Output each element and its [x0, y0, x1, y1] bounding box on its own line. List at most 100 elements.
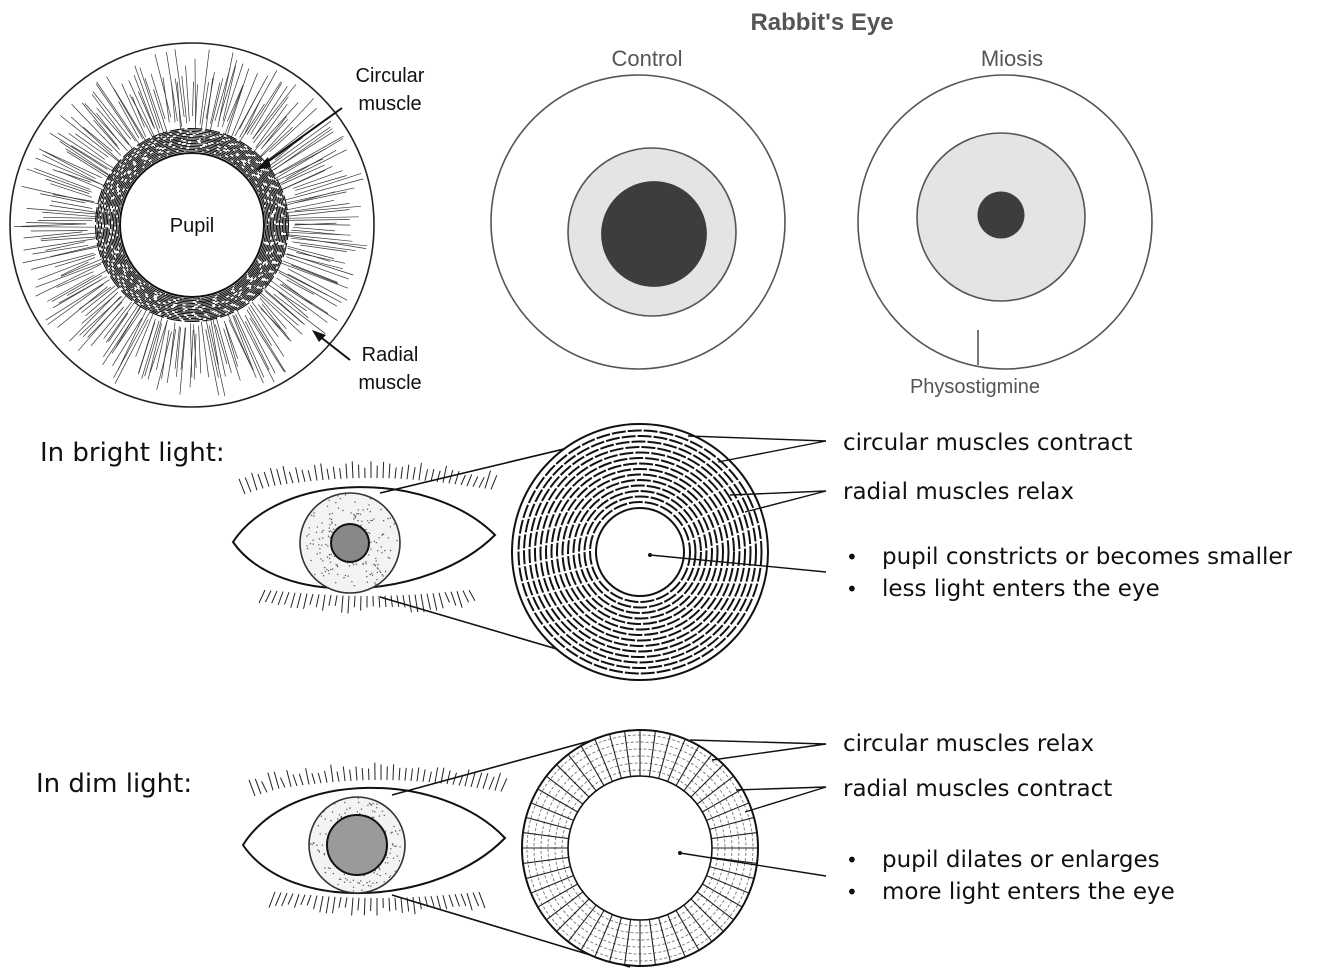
stipple-dot [367, 520, 368, 521]
eyelash [280, 778, 285, 788]
eyelash [501, 778, 507, 791]
stipple-dot [350, 882, 351, 883]
eyelash [417, 767, 419, 781]
dim-bullet-text-2: more light enters the eye [882, 879, 1175, 905]
eyelash [333, 467, 335, 479]
stipple-dot [353, 887, 354, 888]
stipple-dot [325, 571, 326, 572]
eyelash [315, 465, 318, 481]
stipple-dot [366, 882, 367, 883]
stipple-dot [354, 515, 355, 516]
eyelash [455, 471, 459, 484]
stipple-dot [325, 818, 326, 819]
stipple-dot [327, 506, 328, 507]
stipple-dot [384, 550, 385, 551]
stipple-dot [369, 881, 370, 882]
eyelash [364, 898, 365, 915]
stipple-dot [353, 518, 354, 519]
eyelash [265, 591, 271, 603]
eyelash [479, 477, 484, 487]
eyelash [269, 892, 275, 908]
stipple-dot [310, 543, 311, 544]
stipple-dot [373, 518, 374, 519]
stipple-dot [330, 569, 331, 570]
stipple-dot [380, 509, 381, 510]
stipple-dot [358, 798, 359, 799]
stipple-dot [376, 560, 377, 561]
stipple-dot [389, 853, 390, 854]
eyelash [435, 767, 438, 782]
stipple-dot [366, 571, 367, 572]
eyelash [407, 465, 409, 480]
eyelash [249, 780, 255, 796]
stipple-dot [388, 537, 389, 538]
stipple-dot [345, 494, 346, 495]
eyelash [463, 591, 469, 603]
stipple-dot [399, 830, 400, 831]
stipple-dot [360, 525, 361, 526]
stipple-dot [376, 803, 377, 804]
dim-light-heading: In dim light: [36, 769, 192, 799]
eyelash [477, 773, 482, 788]
eyelash [270, 468, 275, 486]
stipple-dot [380, 875, 381, 876]
stipple-dot [327, 545, 328, 546]
stipple-dot [397, 855, 398, 856]
eyelash [252, 473, 257, 490]
stipple-dot [348, 575, 349, 576]
radial-fiber [21, 227, 95, 228]
eyelash [287, 770, 291, 787]
stipple-dot [372, 520, 373, 521]
stipple-dot [354, 502, 355, 503]
dim-eye-drawing [243, 763, 507, 916]
stipple-dot [320, 558, 321, 559]
circular-muscle-label-line2: muscle [358, 93, 421, 115]
eyelash [479, 892, 485, 908]
eyelash [389, 464, 390, 479]
eyelash [275, 893, 281, 906]
stipple-dot [323, 575, 324, 576]
stipple-dot [333, 873, 334, 874]
stipple-dot [329, 554, 330, 555]
radial-fiber [31, 231, 88, 232]
stipple-dot [377, 564, 378, 565]
stipple-dot [365, 561, 366, 562]
bright-light-row: In bright light: circular muscles contra… [40, 424, 1293, 680]
eyelash [294, 894, 299, 908]
radial-muscle-label-line1: Radial [362, 344, 419, 366]
eyelash [272, 591, 277, 603]
eyelash [449, 895, 453, 907]
stipple-dot [335, 564, 336, 565]
eyelash [308, 470, 311, 481]
stipple-dot [324, 867, 325, 868]
stipple-dot [313, 843, 314, 844]
bright-bullet-text-2: less light enters the eye [882, 576, 1160, 602]
stipple-dot [325, 833, 326, 834]
eyelash [431, 896, 434, 907]
eyelash [405, 768, 406, 781]
stipple-dot [359, 883, 360, 884]
stipple-dot [384, 815, 385, 816]
stipple-dot [365, 563, 366, 564]
stipple-dot [393, 858, 394, 859]
stipple-dot [374, 811, 375, 812]
stipple-dot [357, 882, 358, 883]
eyelash [455, 894, 460, 906]
stipple-dot [316, 845, 317, 846]
stipple-dot [377, 874, 378, 875]
stipple-dot [382, 574, 383, 575]
stipple-dot [350, 512, 351, 513]
stipple-dot [366, 576, 367, 577]
stipple-dot [361, 889, 362, 890]
stipple-dot [328, 570, 329, 571]
stipple-dot [353, 514, 354, 515]
stipple-dot [337, 574, 338, 575]
stipple-dot [392, 843, 393, 844]
stipple-dot [339, 814, 340, 815]
radial-muscle-label-line2: muscle [358, 372, 421, 394]
stipple-dot [362, 564, 363, 565]
stipple-dot [329, 531, 330, 532]
bright-bullet-text-1: pupil constricts or becomes smaller [882, 544, 1293, 570]
stipple-dot [334, 803, 335, 804]
stipple-dot [376, 882, 377, 883]
